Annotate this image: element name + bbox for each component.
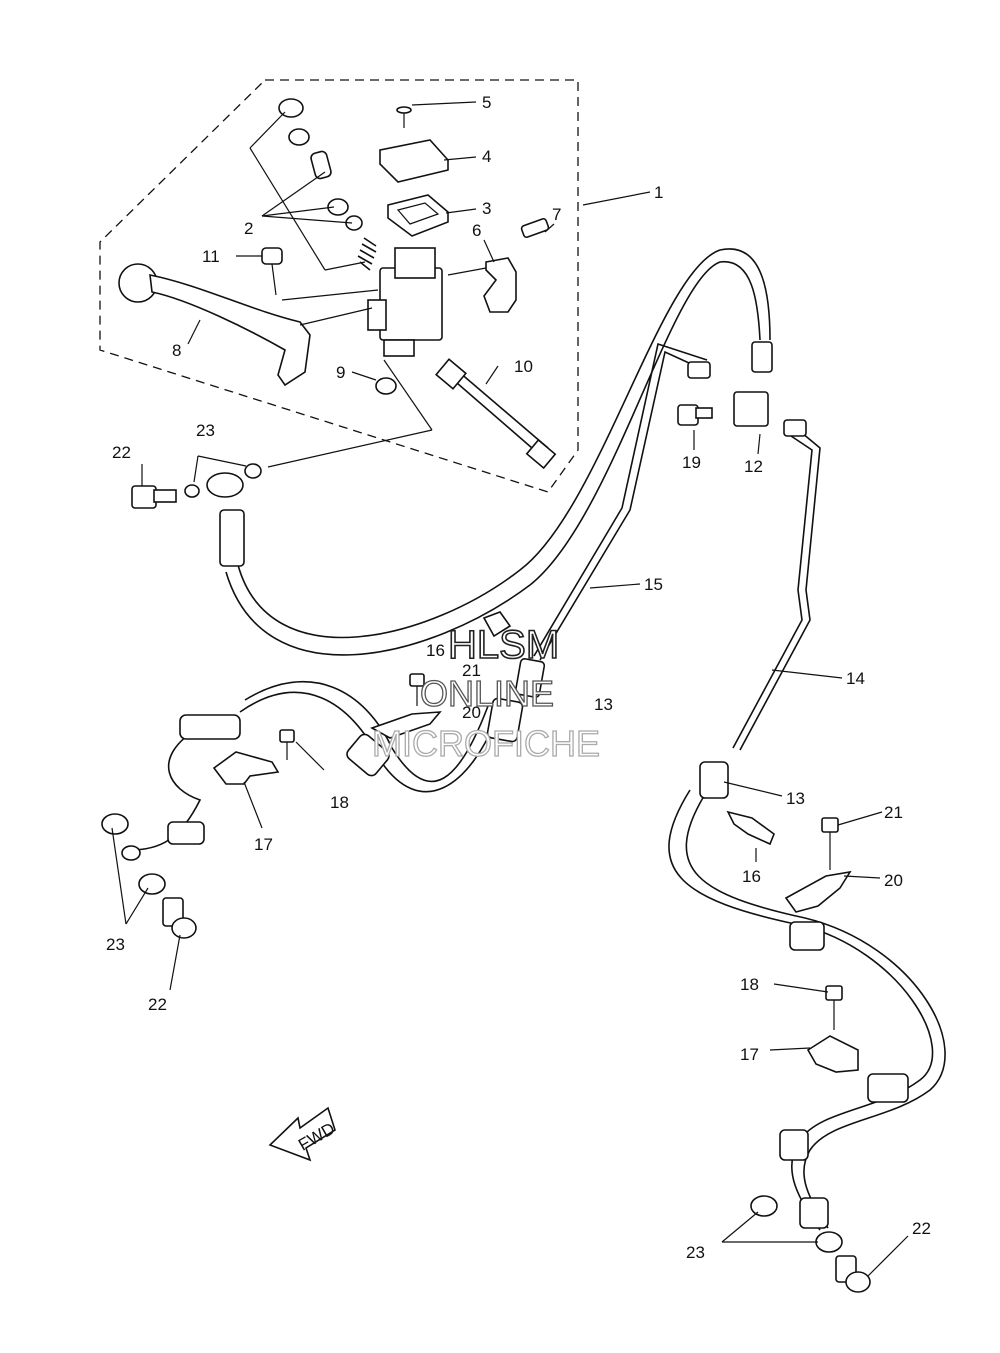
label-23c: 23 bbox=[686, 1243, 705, 1262]
label-17b: 17 bbox=[740, 1045, 759, 1064]
label-13b: 13 bbox=[786, 789, 805, 808]
label-14: 14 bbox=[846, 669, 865, 688]
label-10: 10 bbox=[514, 357, 533, 376]
label-17a: 17 bbox=[254, 835, 273, 854]
label-6: 6 bbox=[472, 221, 481, 240]
label-8: 8 bbox=[172, 341, 181, 360]
label-21b: 21 bbox=[884, 803, 903, 822]
watermark-line2: ONLINE bbox=[420, 673, 554, 714]
label-21a: 21 bbox=[462, 661, 481, 680]
brake-lever bbox=[149, 273, 311, 387]
label-16b: 16 bbox=[742, 867, 761, 886]
assembly-boundary bbox=[99, 79, 579, 493]
three-way-joint bbox=[733, 391, 769, 427]
label-22c: 22 bbox=[912, 1219, 931, 1238]
brake-pipe-14 bbox=[739, 427, 821, 751]
label-12: 12 bbox=[744, 457, 763, 476]
label-5: 5 bbox=[482, 93, 491, 112]
holder bbox=[483, 257, 517, 313]
brake-hose-long bbox=[237, 248, 771, 639]
label-15: 15 bbox=[644, 575, 663, 594]
label-18b: 18 bbox=[740, 975, 759, 994]
diaphragm bbox=[387, 194, 449, 237]
brake-pipe-15 bbox=[539, 350, 701, 661]
label-4: 4 bbox=[482, 147, 491, 166]
label-13a: 13 bbox=[594, 695, 613, 714]
label-23b: 23 bbox=[106, 935, 125, 954]
label-20b: 20 bbox=[884, 871, 903, 890]
label-19: 19 bbox=[682, 453, 701, 472]
label-1: 1 bbox=[654, 183, 663, 202]
label-11: 11 bbox=[202, 247, 220, 266]
master-cylinder-group bbox=[118, 98, 557, 470]
part-labels: 1 2 3 4 5 6 7 8 9 10 11 12 13 13 14 15 1… bbox=[106, 93, 931, 1262]
reservoir-cap bbox=[379, 139, 449, 183]
label-18a: 18 bbox=[330, 793, 349, 812]
fwd-arrow-icon: FWD bbox=[268, 1106, 338, 1162]
label-9: 9 bbox=[336, 363, 345, 382]
leader-lines bbox=[141, 101, 883, 1051]
label-20a: 20 bbox=[462, 703, 481, 722]
watermark: HLSM ONLINE MICROFICHE bbox=[371, 622, 600, 764]
watermark-line3: MICROFICHE bbox=[372, 723, 600, 764]
label-22a: 22 bbox=[112, 443, 131, 462]
label-23a: 23 bbox=[196, 421, 215, 440]
label-2: 2 bbox=[244, 219, 253, 238]
brake-hose-left bbox=[129, 729, 202, 851]
brake-hose-right bbox=[668, 789, 934, 1231]
label-3: 3 bbox=[482, 199, 491, 218]
label-16a: 16 bbox=[426, 641, 445, 660]
watermark-line1: HLSM bbox=[448, 623, 559, 667]
label-22b: 22 bbox=[148, 995, 167, 1014]
label-7: 7 bbox=[552, 205, 561, 224]
